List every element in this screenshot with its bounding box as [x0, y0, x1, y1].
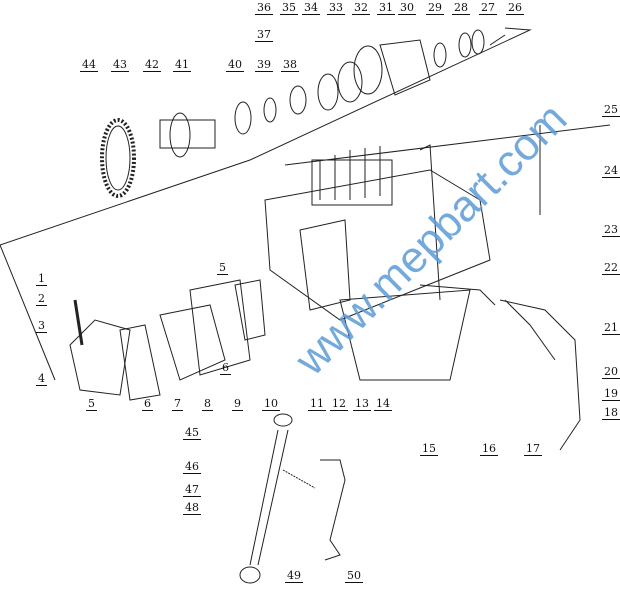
part-label-6: 6 [142, 397, 153, 411]
part-label-22: 22 [602, 261, 620, 275]
part-label-29: 29 [426, 1, 444, 15]
part-label-45: 45 [183, 426, 201, 440]
part-label-42: 42 [143, 58, 161, 72]
pipes [419, 125, 581, 451]
part-label-36: 36 [255, 1, 273, 15]
part-label-37: 37 [255, 28, 273, 42]
part-label-8: 8 [202, 397, 213, 411]
part-label-35: 35 [280, 1, 298, 15]
part-label-43: 43 [111, 58, 129, 72]
part-label-7: 7 [172, 397, 183, 411]
part-label-5-upper: 5 [217, 261, 228, 275]
part-label-14: 14 [374, 397, 392, 411]
part-label-17: 17 [524, 442, 542, 456]
part-label-47: 47 [183, 483, 201, 497]
part-label-31: 31 [377, 1, 395, 15]
part-label-41: 41 [173, 58, 191, 72]
part-label-32: 32 [352, 1, 370, 15]
part-label-13: 13 [353, 397, 371, 411]
part-label-19: 19 [602, 387, 620, 401]
part-label-49: 49 [285, 569, 303, 583]
gear-assembly [100, 29, 506, 198]
part-label-38: 38 [281, 58, 299, 72]
flange-parts [69, 279, 266, 401]
part-label-25: 25 [602, 103, 620, 117]
part-label-40: 40 [226, 58, 244, 72]
part-label-11: 11 [308, 397, 326, 411]
part-label-27: 27 [479, 1, 497, 15]
part-label-10: 10 [262, 397, 280, 411]
part-label-16: 16 [480, 442, 498, 456]
control-rod [239, 413, 346, 584]
part-label-28: 28 [452, 1, 470, 15]
part-label-1: 1 [36, 272, 47, 286]
part-label-12: 12 [330, 397, 348, 411]
part-label-44: 44 [80, 58, 98, 72]
part-label-26: 26 [506, 1, 524, 15]
part-label-20: 20 [602, 365, 620, 379]
part-label-33: 33 [327, 1, 345, 15]
part-label-23: 23 [602, 223, 620, 237]
part-label-21: 21 [602, 321, 620, 335]
part-label-39: 39 [255, 58, 273, 72]
part-label-5: 5 [86, 397, 97, 411]
part-label-30: 30 [398, 1, 416, 15]
part-label-15: 15 [420, 442, 438, 456]
part-label-46: 46 [183, 460, 201, 474]
part-label-24: 24 [602, 164, 620, 178]
part-label-48: 48 [183, 501, 201, 515]
part-label-2: 2 [36, 292, 47, 306]
part-label-4: 4 [36, 372, 47, 386]
part-label-34: 34 [302, 1, 320, 15]
group-outline-top [0, 27, 532, 381]
part-label-18: 18 [602, 406, 620, 420]
part-label-9: 9 [232, 397, 243, 411]
part-label-6-inner: 6 [220, 361, 231, 375]
part-label-50: 50 [345, 569, 363, 583]
part-label-3: 3 [36, 319, 47, 333]
pump-body [264, 144, 491, 381]
leader-pump-top [284, 124, 611, 166]
